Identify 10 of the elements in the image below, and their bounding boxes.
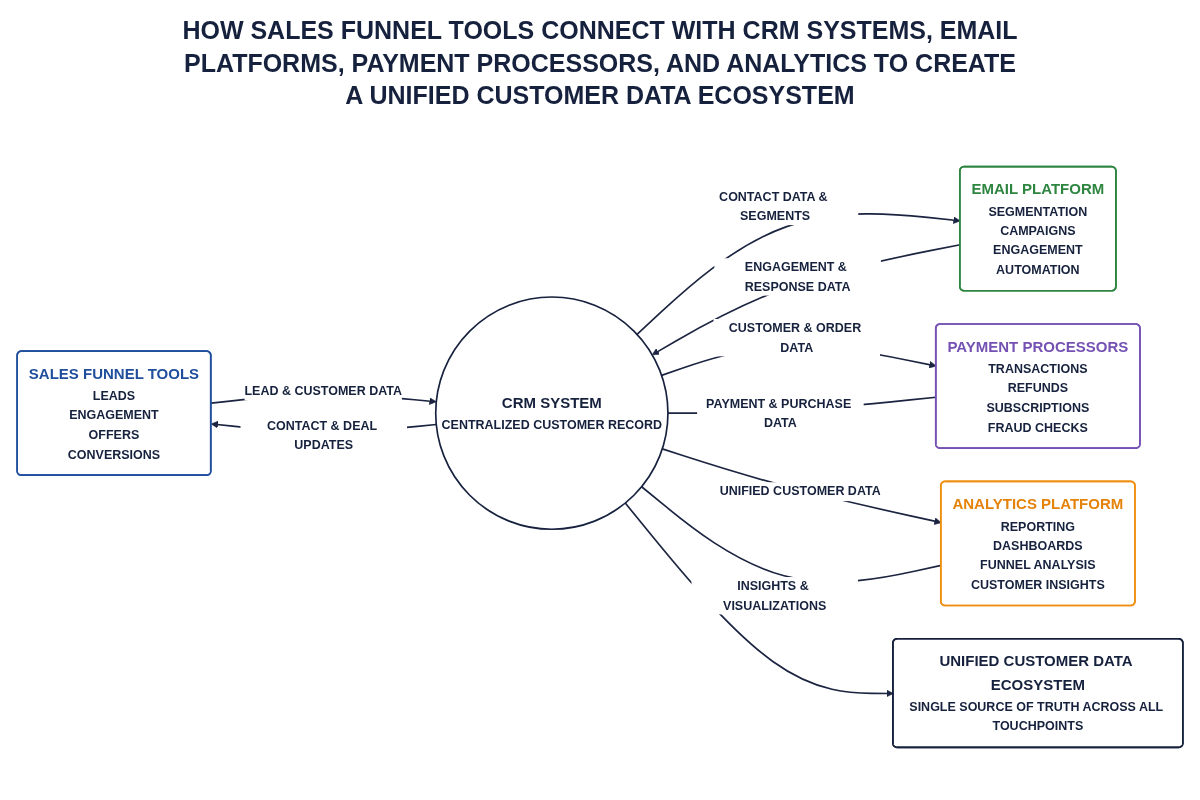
edge-label: UNIFIED CUSTOMER DATA: [719, 483, 881, 498]
diagram-title: HOW SALES FUNNEL TOOLS CONNECT WITH CRM SYSTEMS, EMAIL PLATFORMS, PAYMENT PROCESSORS, AND ANALYTICS TO CREATE A UNIFIED CUSTOMER DATA ECOSYSTEM: [181, 15, 1019, 111]
edge-label: CONTACT & DEAL UPDATES: [266, 418, 377, 452]
edge-label: PAYMENT & PURCHASE DATA: [706, 396, 852, 429]
edge-label: INSIGHTS & VISUALIZATIONS: [723, 578, 827, 612]
edge-label: ENGAGEMENT & RESPONSE DATA: [744, 259, 851, 293]
node-circle: CRM SYSTEM CENTRALIZED CUSTOMER RECORD: [434, 296, 669, 531]
edge-label: LEAD & CUSTOMER DATA: [244, 383, 403, 398]
edge-label: CUSTOMER & ORDER DATA: [728, 320, 862, 354]
edge-label: CONTACT DATA & SEGMENTS: [719, 189, 828, 223]
